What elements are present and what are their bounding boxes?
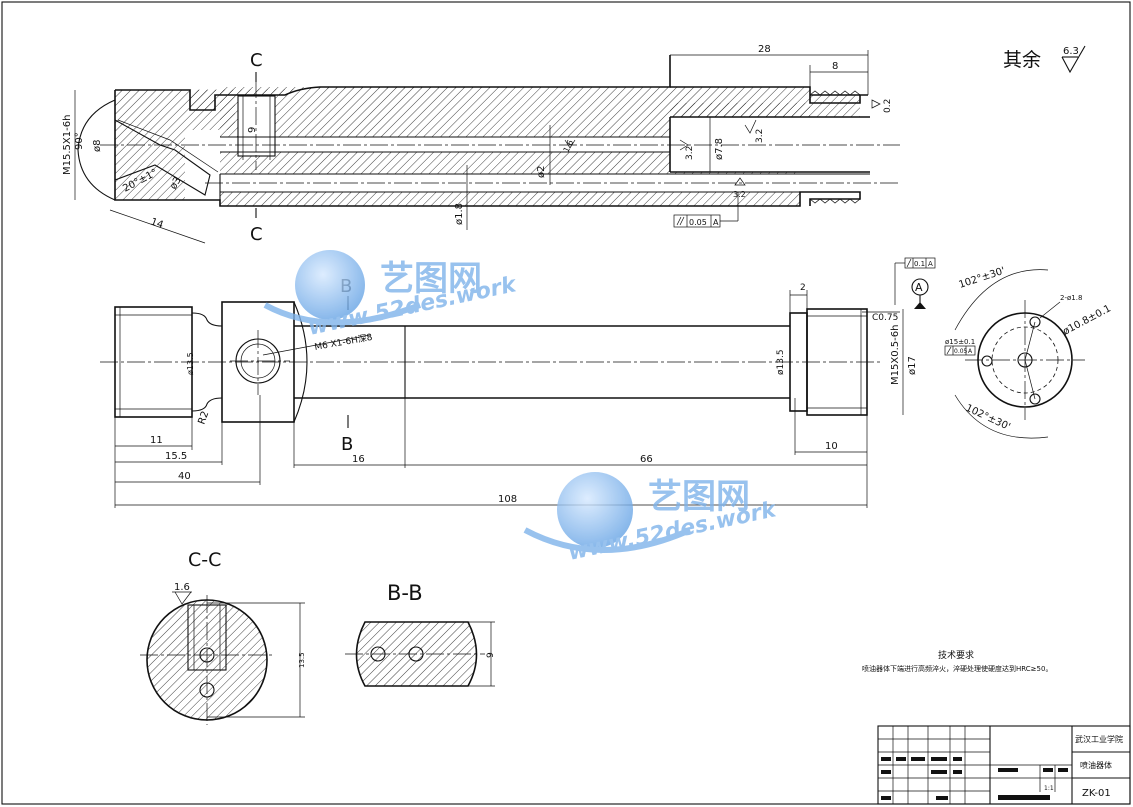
dim-8: 8 bbox=[832, 61, 838, 72]
tech-requirements: 技术要求 喷油器体下端进行高频淬火，淬硬处理使硬度达到HRC≥50。 bbox=[862, 649, 1052, 673]
dim-radius: R2 bbox=[196, 410, 211, 426]
title-school: 武汉工业学院 bbox=[1075, 734, 1123, 744]
dim-11: 11 bbox=[150, 435, 163, 446]
dim-dia-2: ø2 bbox=[536, 166, 547, 178]
dim-dia-8: ø8 bbox=[92, 140, 103, 152]
dim-angle-90: 90° bbox=[74, 132, 85, 150]
title-drawing-no: ZK-01 bbox=[1082, 788, 1111, 799]
dim-thread-left: M15.5X1-6h bbox=[62, 115, 73, 175]
surface-note-label: 其余 bbox=[1003, 49, 1041, 71]
rough-3-2-a: 3.2 bbox=[755, 129, 765, 143]
section-bb: B-B 9 bbox=[345, 581, 496, 687]
dim-2: 2 bbox=[800, 283, 806, 293]
tech-req-body: 喷油器体下端进行高频淬火，淬硬处理使硬度达到HRC≥50。 bbox=[862, 664, 1052, 673]
surface-roughness-note: 其余 6.3 bbox=[1003, 45, 1086, 74]
fcf-main-value: 0.1 bbox=[914, 260, 925, 268]
dim-40: 40 bbox=[178, 471, 191, 482]
runout-0-2: 0.2 bbox=[883, 99, 893, 113]
dim-dia-17: ø17 bbox=[907, 356, 918, 375]
dim-thread-right: M15X0.5-6h bbox=[890, 325, 901, 385]
dim-dia-3: ø3 bbox=[168, 175, 184, 191]
title-part-name: 喷油器体 bbox=[1080, 760, 1112, 770]
section-mark-b-bottom: B bbox=[341, 434, 353, 455]
end-pcd: ø10.8±0.1 bbox=[1061, 303, 1113, 337]
section-mark-c-top: C bbox=[250, 50, 263, 71]
dim-chamfer: C0.75 bbox=[872, 313, 898, 323]
fcf-end-datum: A bbox=[968, 348, 973, 355]
title-block: 武汉工业学院 喷油器体 ZK-01 1:1 bbox=[877, 725, 1131, 805]
fcf-top-datum: A bbox=[713, 218, 719, 227]
title-scale: 1:1 bbox=[1044, 785, 1054, 792]
dim-dia-13-5-right: ø13.5 bbox=[776, 349, 786, 375]
dim-dia-1-8: ø1.8 bbox=[454, 203, 465, 225]
fcf-end: 0.05 A bbox=[944, 345, 976, 356]
fcf-top: 0.05 A bbox=[673, 192, 739, 228]
dim-dia-13-5-left: ø13.5 bbox=[186, 352, 195, 375]
dim-dia-7-8: ø7.8 bbox=[714, 138, 725, 160]
dim-depth-9: 9 bbox=[247, 127, 258, 133]
watermark-1-cn: 艺图网 bbox=[380, 259, 482, 299]
end-angle-top: 102°±30' bbox=[958, 266, 1007, 291]
datum-a: A bbox=[911, 278, 929, 309]
rough-3-2-c: 3.2 bbox=[733, 190, 746, 199]
fcf-main: 0.1 A bbox=[894, 257, 936, 305]
end-view: 102°±30' 102°±30' 2-ø1.8 ø10.8±0.1 ø15±0… bbox=[944, 266, 1113, 439]
dim-16: 16 bbox=[352, 454, 365, 465]
section-mark-c-bottom: C bbox=[250, 224, 263, 245]
dim-66: 66 bbox=[640, 454, 653, 465]
dim-10: 10 bbox=[825, 441, 838, 452]
end-dia-15: ø15±0.1 bbox=[945, 338, 975, 346]
fcf-end-value: 0.05 bbox=[954, 348, 968, 355]
dim-28: 28 bbox=[758, 44, 771, 55]
fcf-top-value: 0.05 bbox=[689, 218, 707, 227]
section-bb-title: B-B bbox=[387, 581, 423, 605]
dim-14: 14 bbox=[149, 216, 165, 231]
rough-3-2-b: 3.2 bbox=[685, 146, 695, 160]
top-section-view: C C 28 8 M15.5X1-6h 90° ø8 14 20°±1° ø3 … bbox=[62, 44, 900, 245]
watermark-2-cn: 艺图网 bbox=[648, 477, 750, 517]
surface-note-roughness: 6.3 bbox=[1063, 46, 1079, 57]
end-holes: 2-ø1.8 bbox=[1060, 294, 1082, 302]
section-cc-roughness: 1.6 bbox=[174, 582, 190, 593]
watermark-2: 艺图网 www.52des.work bbox=[523, 472, 780, 566]
end-angle-bottom: 102°±30' bbox=[964, 403, 1012, 433]
tech-req-title: 技术要求 bbox=[938, 649, 974, 661]
datum-a-label: A bbox=[915, 281, 923, 294]
dim-108: 108 bbox=[498, 494, 517, 505]
section-cc-height: 13.5 bbox=[298, 652, 306, 668]
section-bb-height: 9 bbox=[486, 652, 496, 658]
fcf-main-datum: A bbox=[928, 260, 933, 268]
section-cc: C-C 1.6 13.5 bbox=[140, 549, 306, 725]
dim-15-5: 15.5 bbox=[165, 451, 187, 462]
section-cc-title: C-C bbox=[188, 549, 221, 571]
